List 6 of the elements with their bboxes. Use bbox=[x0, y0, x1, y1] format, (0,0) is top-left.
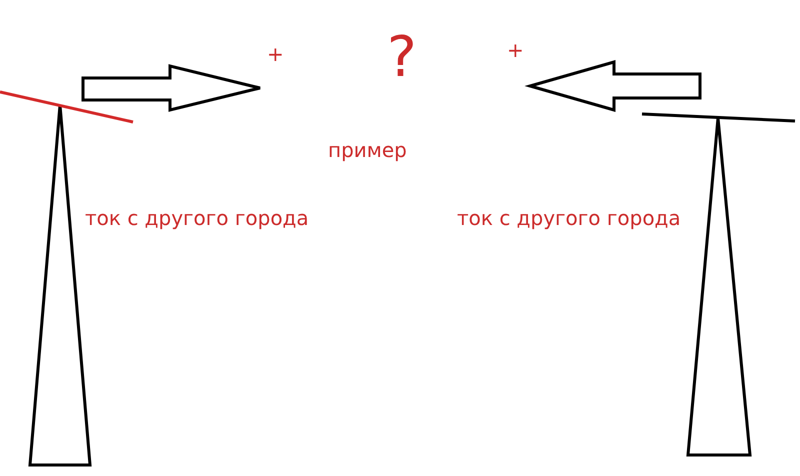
current-label: ток с другого города bbox=[85, 208, 309, 228]
plus-sign: + bbox=[507, 40, 524, 60]
example-label: пример bbox=[328, 140, 407, 160]
current-label: ток с другого города bbox=[457, 208, 681, 228]
plus-sign: + bbox=[267, 44, 284, 64]
question-mark: ? bbox=[387, 30, 417, 86]
